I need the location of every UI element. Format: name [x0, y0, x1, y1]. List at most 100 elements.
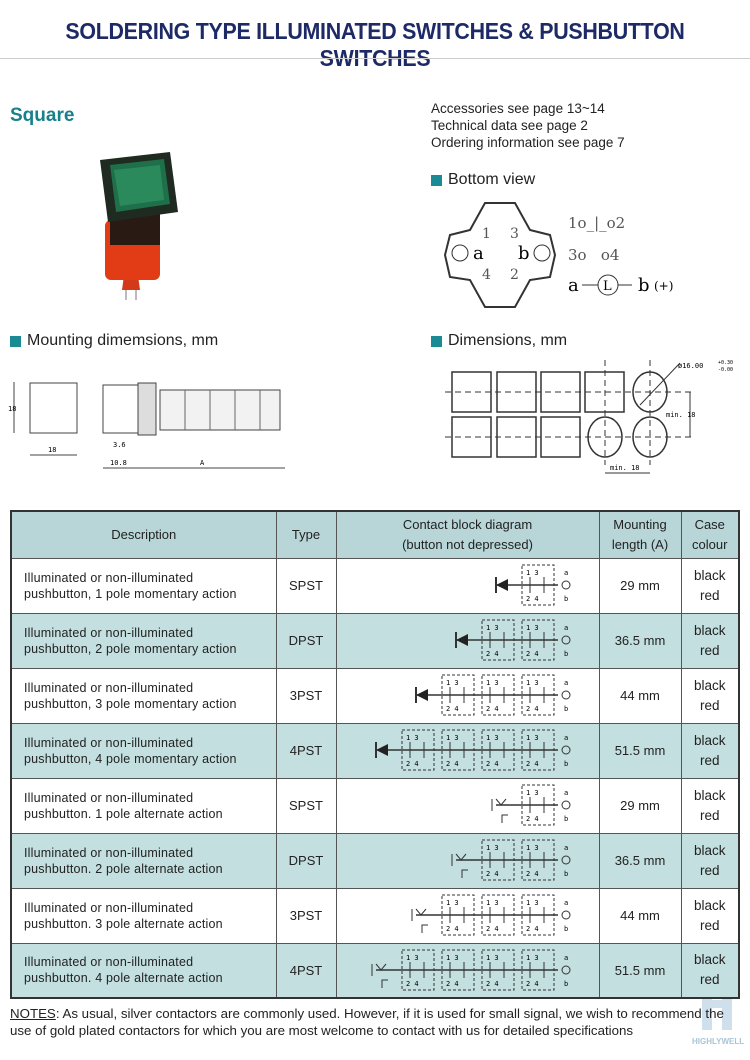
case-colour-2: red — [699, 752, 720, 768]
length-cell: 51.5 mm — [598, 722, 682, 779]
svg-text:a: a — [564, 679, 568, 687]
header-type: Type — [275, 510, 337, 559]
description-line2: pushbutton, 3 pole momentary action — [24, 696, 237, 711]
dim-10-8: 10.8 — [110, 459, 127, 467]
svg-text:1 3: 1 3 — [526, 624, 539, 632]
type-cell: 3PST — [275, 667, 337, 724]
svg-text:2 4: 2 4 — [486, 760, 499, 768]
description-line1: Illuminated or non-illuminated — [24, 900, 194, 915]
svg-text:1 3: 1 3 — [486, 679, 499, 687]
svg-text:2 4: 2 4 — [526, 595, 539, 603]
schema-row1: 1o_|_o2 — [568, 214, 625, 232]
dimensions-diagram: ø16.00 +0.30 -0.00 min. 18 min. 18 — [445, 360, 733, 474]
description-line1: Illuminated or non-illuminated — [24, 790, 194, 805]
label-b: b — [518, 243, 530, 264]
type-cell: 3PST — [275, 887, 337, 944]
svg-text:b: b — [564, 870, 568, 878]
svg-text:1 3: 1 3 — [526, 844, 539, 852]
svg-text:1 3: 1 3 — [526, 789, 539, 797]
svg-text:1 3: 1 3 — [486, 844, 499, 852]
contact-block-diagram: 1 32 4ab — [494, 564, 570, 606]
header-description: Description — [10, 510, 277, 559]
specs-table: Description Type Contact block diagram(b… — [10, 510, 740, 999]
dimensions-heading: Dimensions, mm — [431, 332, 567, 350]
description-line2: pushbutton. 4 pole alternate action — [24, 971, 223, 986]
type-cell: DPST — [275, 612, 337, 669]
svg-text:2 4: 2 4 — [486, 870, 499, 878]
header-case-line1: Case — [694, 516, 725, 532]
references: Accessories see page 13~14 Technical dat… — [431, 100, 625, 151]
case-colour-2: red — [699, 972, 720, 988]
svg-text:a: a — [564, 954, 568, 962]
svg-text:2 4: 2 4 — [446, 980, 459, 988]
contact-block-diagram: 1 32 41 32 41 32 4ab — [414, 674, 570, 716]
type-cell: SPST — [275, 557, 337, 614]
bullet-icon — [431, 174, 442, 186]
min-vertical: min. 18 — [666, 411, 696, 419]
case-colour-1: black — [693, 622, 726, 638]
length-cell: 36.5 mm — [598, 612, 682, 669]
svg-text:b: b — [564, 815, 568, 823]
schema-row2: 3o o4 — [568, 246, 619, 264]
contact-block-diagram: 1 32 41 32 41 32 41 32 4ab — [374, 729, 570, 771]
dim-a: A — [200, 459, 205, 467]
svg-text:a: a — [564, 734, 568, 742]
length-cell: 51.5 mm — [598, 942, 682, 999]
diameter: ø16.00 — [678, 362, 703, 370]
svg-text:1 3: 1 3 — [486, 954, 499, 962]
header-mounting-line1: Mounting — [613, 516, 667, 532]
heading-text: Dimensions, mm — [448, 332, 568, 349]
min-horizontal: min. 18 — [610, 464, 640, 472]
length-cell: 44 mm — [598, 667, 682, 724]
notes-text: : As usual, silver contactors are common… — [10, 1006, 724, 1038]
bullet-icon — [431, 335, 442, 347]
mounting-diagram: 18 18 3.6 10.8 A — [8, 382, 285, 469]
svg-text:1 3: 1 3 — [446, 679, 459, 687]
schema-lamp: L — [603, 279, 612, 294]
notes: NOTES: As usual, silver contactors are c… — [10, 1005, 745, 1039]
product-photo — [100, 152, 178, 300]
dim-width: 18 — [48, 446, 56, 454]
svg-text:1 3: 1 3 — [526, 734, 539, 742]
case-colour-2: red — [699, 917, 720, 933]
type-cell: DPST — [275, 832, 337, 889]
svg-text:2 4: 2 4 — [486, 980, 499, 988]
svg-text:b: b — [564, 980, 568, 988]
length-cell: 44 mm — [598, 887, 682, 944]
svg-text:1 3: 1 3 — [406, 954, 419, 962]
type-cell: SPST — [275, 777, 337, 834]
description-line1: Illuminated or non-illuminated — [24, 625, 194, 640]
svg-text:1 3: 1 3 — [526, 679, 539, 687]
svg-text:1 3: 1 3 — [486, 624, 499, 632]
logo-text: HIGHLYWELL — [692, 1037, 745, 1046]
page-title: SOLDERING TYPE ILLUMINATED SWITCHES & PU… — [65, 18, 685, 71]
svg-text:2 4: 2 4 — [526, 870, 539, 878]
pin-1: 1 — [482, 226, 491, 242]
pin-4: 4 — [482, 267, 491, 283]
svg-text:b: b — [564, 925, 568, 933]
contact-block-diagram: 1 32 4ab — [491, 784, 570, 826]
description-line1: Illuminated or non-illuminated — [24, 680, 194, 695]
svg-text:2 4: 2 4 — [446, 925, 459, 933]
description-line2: pushbutton. 2 pole alternate action — [24, 861, 223, 876]
svg-text:1 3: 1 3 — [446, 899, 459, 907]
case-colour-2: red — [699, 807, 720, 823]
svg-text:a: a — [564, 569, 568, 577]
mounting-heading: Mounting dimemsions, mm — [10, 332, 218, 350]
svg-text:2 4: 2 4 — [406, 760, 419, 768]
case-colour-1: black — [693, 897, 726, 913]
